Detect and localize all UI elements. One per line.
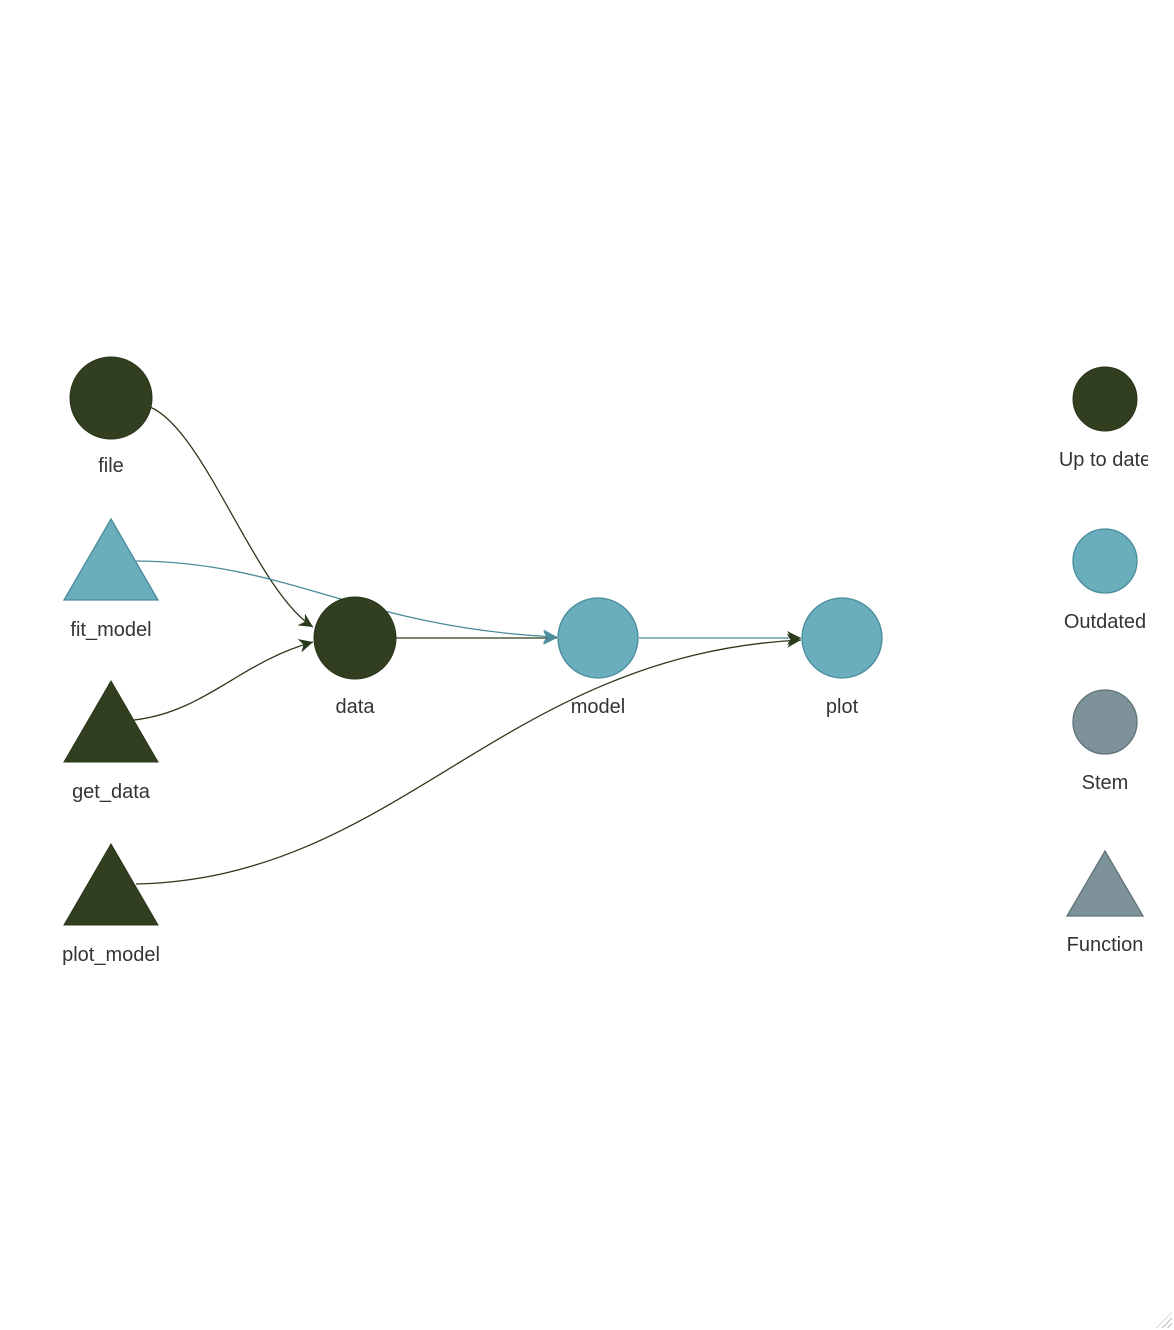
legend-item-up-to-date: Up to date	[1059, 366, 1151, 471]
legend-item-outdated: Outdated	[1064, 528, 1146, 633]
node-label: fit_model	[70, 619, 151, 641]
legend-label: Stem	[1082, 772, 1129, 794]
edge-fit_model-model	[135, 560, 558, 644]
node-label: get_data	[72, 781, 151, 803]
legend-label: Up to date	[1059, 449, 1151, 471]
legend-label: Function	[1067, 934, 1144, 956]
node-model[interactable]: model	[557, 597, 639, 718]
node-data[interactable]: data	[313, 596, 397, 718]
edge-file-data	[149, 406, 314, 628]
node-label: plot	[826, 696, 859, 718]
legend-item-function: Function	[1065, 849, 1145, 956]
node-plot[interactable]: plot	[801, 597, 883, 718]
node-label: file	[98, 455, 124, 477]
legend-item-stem: Stem	[1072, 689, 1138, 794]
node-plot_model[interactable]: plot_model	[62, 843, 160, 966]
node-label: data	[336, 696, 376, 718]
node-label: model	[571, 696, 625, 718]
legend: Up to date Outdated Stem Function	[1059, 366, 1151, 956]
node-get_data[interactable]: get_data	[63, 680, 159, 803]
legend-label: Outdated	[1064, 611, 1146, 633]
edge-get_data-data	[133, 638, 314, 721]
node-file[interactable]: file	[69, 356, 153, 477]
edge-plot_model-plot	[135, 633, 802, 885]
node-label: plot_model	[62, 944, 160, 966]
node-fit_model[interactable]: fit_model	[62, 517, 160, 641]
